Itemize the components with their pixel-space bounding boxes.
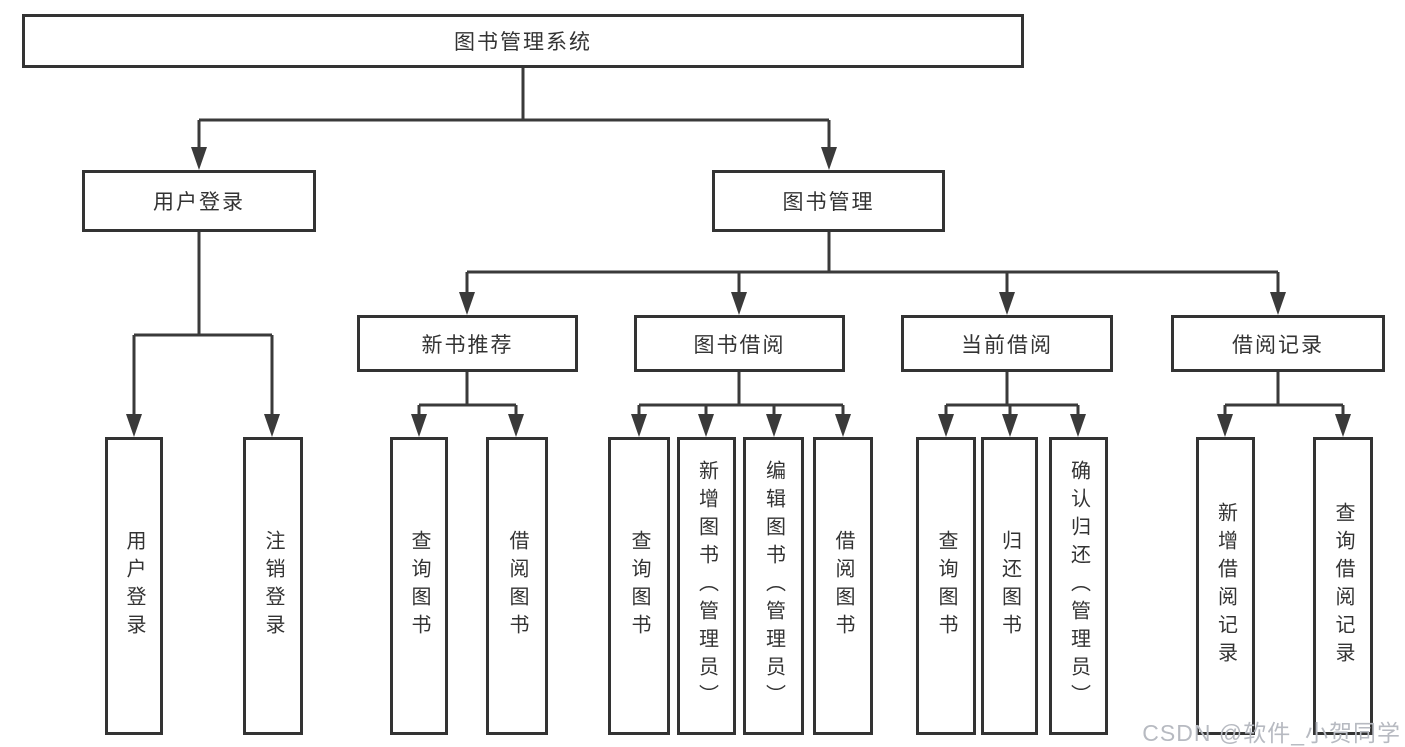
node-root-label: 图书管理系统 — [454, 31, 592, 54]
arrow-icon — [938, 414, 954, 437]
edge-root — [197, 68, 831, 151]
edge-borrow — [637, 372, 845, 418]
leaf-borrow-edit-books-admin: 编辑图书（管理员） — [743, 437, 804, 735]
node-current-borrow-label: 当前借阅 — [961, 333, 1053, 357]
leaf-records-query-record: 查询借阅记录 — [1313, 437, 1373, 735]
node-book-management: 图书管理 — [712, 170, 945, 232]
arrow-icon — [1002, 414, 1018, 437]
node-current-borrow: 当前借阅 — [901, 315, 1113, 372]
leaf-borrow-edit-books-admin-label: 编辑图书（管理员） — [762, 460, 785, 712]
node-book-borrow-label: 图书借阅 — [693, 333, 786, 357]
leaf-borrow-add-books-admin: 新增图书（管理员） — [677, 437, 736, 735]
leaf-user-login: 用户登录 — [105, 437, 163, 735]
arrow-icon — [821, 147, 837, 170]
node-new-book-recommend: 新书推荐 — [357, 315, 578, 372]
node-book-borrow: 图书借阅 — [634, 315, 845, 372]
arrow-icon — [999, 292, 1015, 315]
leaf-logout: 注销登录 — [243, 437, 303, 735]
edge-mgmt — [465, 232, 1280, 296]
leaf-current-query-books-label: 查询图书 — [935, 530, 957, 642]
edge-login — [132, 232, 274, 418]
leaf-logout-label: 注销登录 — [262, 530, 284, 642]
node-borrow-records: 借阅记录 — [1171, 315, 1385, 372]
leaf-borrow-borrow-books: 借阅图书 — [813, 437, 873, 735]
csdn-watermark: CSDN @软件_小贺同学 — [1142, 720, 1401, 746]
leaf-borrow-query-books: 查询图书 — [608, 437, 670, 735]
arrow-icon — [459, 292, 475, 315]
arrow-icon — [191, 147, 207, 170]
arrow-icon — [264, 414, 280, 437]
leaf-rec-query-books: 查询图书 — [390, 437, 448, 735]
leaf-records-query-record-label: 查询借阅记录 — [1332, 502, 1354, 670]
leaf-current-confirm-return-admin: 确认归还（管理员） — [1049, 437, 1108, 735]
leaf-current-confirm-return-admin-label: 确认归还（管理员） — [1067, 460, 1090, 712]
arrowheads — [126, 147, 1351, 437]
arrow-icon — [731, 292, 747, 315]
arrow-icon — [835, 414, 851, 437]
leaf-current-return-books-label: 归还图书 — [998, 530, 1021, 642]
leaf-current-query-books: 查询图书 — [916, 437, 976, 735]
arrow-icon — [698, 414, 714, 437]
arrow-icon — [631, 414, 647, 437]
leaf-borrow-add-books-admin-label: 新增图书（管理员） — [695, 460, 718, 712]
edge-current — [944, 372, 1080, 418]
node-borrow-records-label: 借阅记录 — [1232, 333, 1324, 357]
arrow-icon — [1335, 414, 1351, 437]
node-root: 图书管理系统 — [22, 14, 1024, 68]
arrow-icon — [766, 414, 782, 437]
edge-records — [1223, 372, 1345, 418]
leaf-rec-query-books-label: 查询图书 — [408, 530, 430, 642]
leaf-user-login-label: 用户登录 — [123, 530, 145, 642]
leaf-records-add-record-label: 新增借阅记录 — [1214, 502, 1237, 670]
arrow-icon — [1270, 292, 1286, 315]
leaf-records-add-record: 新增借阅记录 — [1196, 437, 1255, 735]
arrow-icon — [126, 414, 142, 437]
arrow-icon — [411, 414, 427, 437]
leaf-borrow-query-books-label: 查询图书 — [628, 530, 650, 642]
arrow-icon — [1217, 414, 1233, 437]
arrow-icon — [508, 414, 524, 437]
leaf-rec-borrow-books: 借阅图书 — [486, 437, 548, 735]
node-new-book-recommend-label: 新书推荐 — [421, 333, 514, 357]
leaf-borrow-borrow-books-label: 借阅图书 — [832, 530, 854, 642]
leaf-rec-borrow-books-label: 借阅图书 — [506, 530, 528, 642]
leaf-current-return-books: 归还图书 — [981, 437, 1038, 735]
node-user-login: 用户登录 — [82, 170, 316, 232]
arrow-icon — [1070, 414, 1086, 437]
node-book-management-label: 图书管理 — [782, 191, 875, 214]
node-user-login-label: 用户登录 — [153, 191, 245, 214]
edge-rec — [417, 372, 518, 418]
